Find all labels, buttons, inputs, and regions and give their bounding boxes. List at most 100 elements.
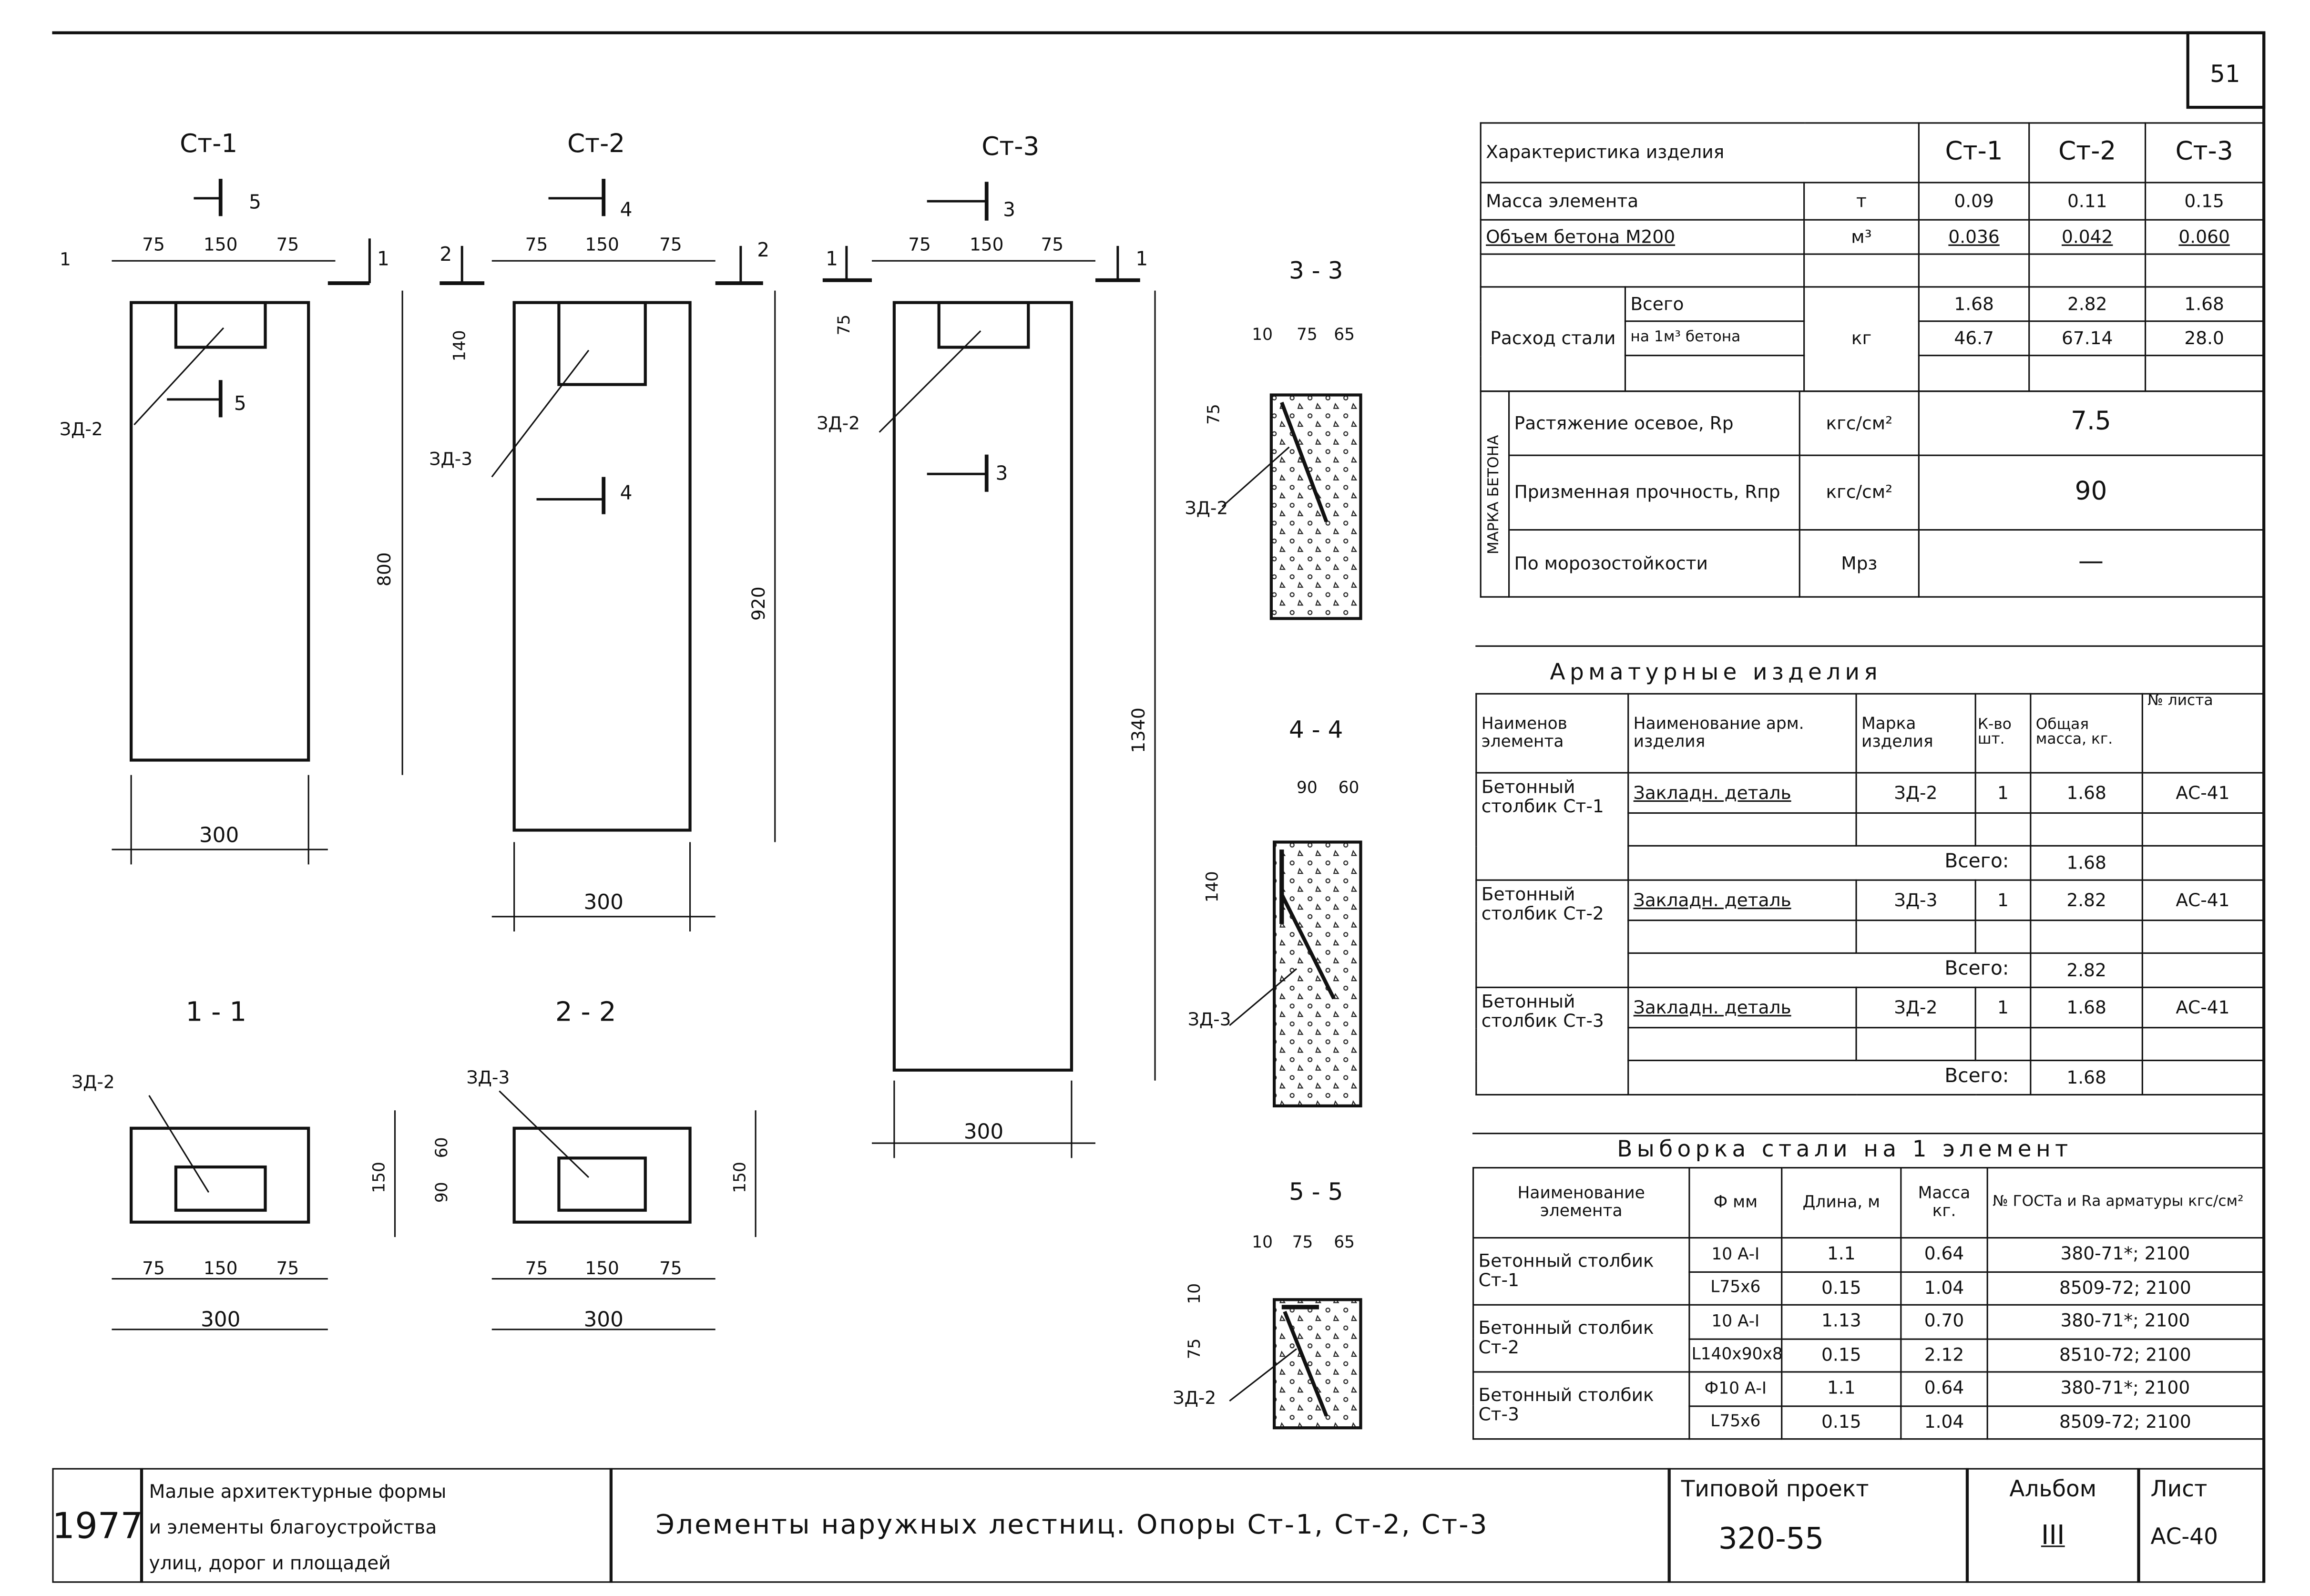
- dim: 150: [204, 1258, 238, 1279]
- col-header: Наименов элемента: [1475, 693, 1629, 774]
- col-header: Общая масса, кг.: [2030, 693, 2143, 774]
- element-name: Бетонный столбик Ст-3: [1475, 986, 1629, 1095]
- cell: 0.15: [1781, 1270, 1902, 1306]
- dim: 60: [1339, 778, 1359, 797]
- width-dim: 300: [199, 823, 239, 847]
- cell: 8509-72; 2100: [1986, 1270, 2264, 1306]
- dim: 75: [142, 1258, 165, 1279]
- cell: АС-41: [2141, 986, 2264, 1029]
- total-label: Всего:: [1627, 845, 2032, 881]
- table-row: Бетонный столбик Ст-1 Закладн. деталь ЗД…: [1475, 772, 2264, 881]
- row-label: на 1м³ бетона: [1624, 320, 1805, 357]
- cell: 0.042: [2028, 219, 2146, 255]
- section-mark: 1: [826, 247, 838, 270]
- total-label: Всего:: [1627, 952, 2032, 988]
- cell: 1.04: [1900, 1404, 1988, 1440]
- row-label: По морозостойкости: [1508, 529, 1800, 598]
- dim: 150: [585, 1258, 619, 1279]
- embed-label: ЗД-3: [429, 448, 472, 469]
- dim: 75: [525, 1258, 548, 1279]
- section-mark: 2: [757, 238, 769, 261]
- cell: 0.036: [1918, 219, 2030, 255]
- year: 1977: [52, 1468, 143, 1583]
- elevation-st1: Ст-1 75 150 75 5 5 1 1 ЗД-2 800 300: [60, 129, 403, 865]
- dim: 60: [432, 1137, 451, 1158]
- dim: 75: [908, 234, 931, 255]
- project-number: 320-55: [1718, 1520, 1824, 1556]
- col-header: Ст-1: [1918, 122, 2030, 184]
- cell: 0.15: [1781, 1338, 1902, 1373]
- sheet-cell: Лист АС-40: [2137, 1468, 2264, 1583]
- table-title: Арматурные изделия: [1550, 658, 1882, 686]
- col-header: К-во шт.: [1974, 693, 2032, 774]
- cell: —: [1918, 529, 2264, 598]
- cell: 10 А-I: [1688, 1304, 1783, 1340]
- dim: 65: [1334, 325, 1355, 344]
- cell: 1: [1974, 772, 2032, 814]
- dim: 150: [730, 1162, 749, 1193]
- cell: 90: [1918, 454, 2264, 531]
- unit: т: [1803, 182, 1920, 221]
- dim: 150: [970, 234, 1004, 255]
- element-name: Бетонный столбик Ст-2: [1472, 1304, 1690, 1373]
- cell: 1.1: [1781, 1371, 1902, 1406]
- st1-label: Ст-1: [180, 129, 237, 158]
- dim: 75: [276, 1258, 299, 1279]
- section-mark: 2: [440, 243, 452, 266]
- total-label: Всего:: [1627, 1059, 2032, 1095]
- cell: ЗД-3: [1855, 879, 1976, 921]
- steel-selection-table: Наименование элемента Ф мм Длина, м Масс…: [1472, 1167, 2264, 1440]
- row-label: Растяжение осевое, Rр: [1508, 390, 1800, 456]
- cell: 380-71*; 2100: [1986, 1304, 2264, 1340]
- dim: 75: [1292, 1233, 1313, 1252]
- embed-label: ЗД-2: [1185, 498, 1228, 519]
- cell: 1.68: [2145, 286, 2264, 322]
- dim: 90: [1297, 778, 1318, 797]
- row-label: Масса элемента: [1480, 182, 1805, 221]
- cut-mark: 5: [249, 191, 261, 214]
- cell: 1.68: [1918, 286, 2030, 322]
- embed-label: ЗД-3: [467, 1067, 510, 1088]
- unit: кгс/см²: [1799, 454, 1920, 531]
- element-name: Бетонный столбик Ст-2: [1475, 879, 1629, 988]
- dim: 75: [659, 234, 682, 255]
- table-header: Характеристика изделия: [1480, 122, 1920, 184]
- cell: L140x90x8: [1688, 1338, 1783, 1373]
- cell: 8509-72; 2100: [1986, 1404, 2264, 1440]
- cell: 0.64: [1900, 1371, 1988, 1406]
- col-header: Ф мм: [1688, 1167, 1783, 1239]
- page-number: 51: [2210, 60, 2240, 88]
- cell: 1: [1974, 879, 2032, 921]
- section-1-1: 1 - 1 ЗД-2 75 150 75 300 150: [72, 997, 396, 1332]
- elevation-st2: Ст-2 75 150 75 4 4 2 2 ЗД-3 140 920 300: [429, 129, 776, 932]
- height-dim: 920: [748, 586, 769, 621]
- sheet-title: Элементы наружных лестниц. Опоры Ст-1, С…: [609, 1468, 1671, 1583]
- col-header: Ст-3: [2145, 122, 2264, 184]
- dim: 75: [1297, 325, 1318, 344]
- height-dim: 1340: [1128, 707, 1149, 753]
- table-row: [1476, 1027, 2264, 1062]
- height-dim: 800: [374, 552, 395, 587]
- section-label: 1 - 1: [186, 997, 247, 1028]
- dim: 75: [835, 315, 854, 336]
- cell: 10 А-I: [1688, 1237, 1783, 1272]
- cut-mark: 3: [1003, 198, 1015, 221]
- dim: 75: [1185, 1339, 1204, 1360]
- section-label: 5 - 5: [1289, 1178, 1343, 1206]
- cell: 2.82: [2028, 286, 2146, 322]
- table-row: L140x90x8 0.15 2.12 8510-72; 2100: [1473, 1338, 2264, 1373]
- cell: 1.68: [2030, 845, 2143, 881]
- cell: 0.70: [1900, 1304, 1988, 1340]
- section-label: 4 - 4: [1289, 716, 1343, 744]
- table-row: L75x6 0.15 1.04 8509-72; 2100: [1473, 1270, 2264, 1306]
- album-number: III: [2041, 1520, 2065, 1552]
- elevation-st3: Ст-3 75 150 75 3 3 1 1 ЗД-2 75 1340 300: [817, 132, 1156, 1158]
- cell: 0.64: [1900, 1237, 1988, 1272]
- cell: АС-41: [2141, 879, 2264, 921]
